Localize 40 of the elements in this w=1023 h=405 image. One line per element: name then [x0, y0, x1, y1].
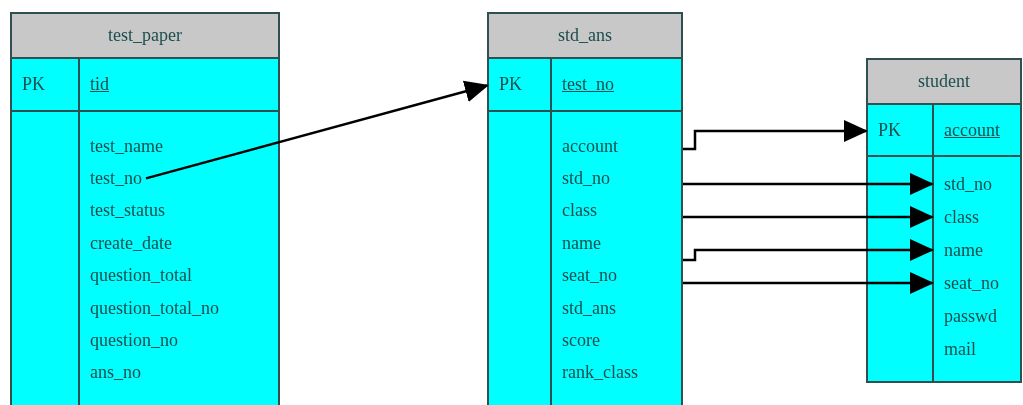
- arrow: [683, 173, 934, 195]
- field-name: mail: [934, 334, 976, 364]
- field-name: score: [552, 325, 681, 356]
- field-name: test_name: [80, 131, 163, 161]
- field-name: question_no: [80, 325, 178, 356]
- field-name: seat_no: [934, 268, 999, 298]
- arrow: [683, 239, 934, 262]
- field-name: std_no: [934, 169, 992, 199]
- key-field: account: [944, 116, 1000, 144]
- table-title: std_ans: [558, 24, 612, 47]
- key-field: test_no: [562, 71, 614, 98]
- field-name: test_no: [80, 163, 142, 194]
- field-name: name: [552, 228, 681, 259]
- entity-table: [866, 58, 1022, 383]
- key-marker: PK: [499, 73, 522, 96]
- field-name: account: [552, 131, 681, 161]
- field-name: ans_no: [80, 357, 141, 388]
- field-name: create_date: [80, 228, 172, 259]
- entity-table: [10, 12, 280, 405]
- key-marker: PK: [878, 118, 901, 142]
- arrow: [683, 272, 934, 294]
- field-name: class: [934, 202, 979, 232]
- field-name: seat_no: [552, 260, 681, 291]
- field-name: rank_class: [552, 357, 681, 388]
- field-name: test_status: [80, 195, 165, 226]
- entity-table: [487, 12, 683, 405]
- field-name: question_total_no: [80, 293, 219, 323]
- arrow: [683, 120, 868, 151]
- table-title: test_paper: [108, 24, 182, 47]
- arrow: [145, 80, 489, 180]
- arrow: [683, 206, 934, 228]
- field-name: passwd: [934, 301, 997, 331]
- field-name: class: [552, 195, 681, 226]
- key-marker: PK: [22, 73, 45, 96]
- field-name: std_no: [552, 163, 681, 194]
- field-name: std_ans: [552, 293, 681, 323]
- table-title: student: [918, 70, 970, 93]
- key-field: tid: [90, 71, 109, 98]
- field-name: question_total: [80, 260, 192, 291]
- field-name: name: [934, 235, 983, 265]
